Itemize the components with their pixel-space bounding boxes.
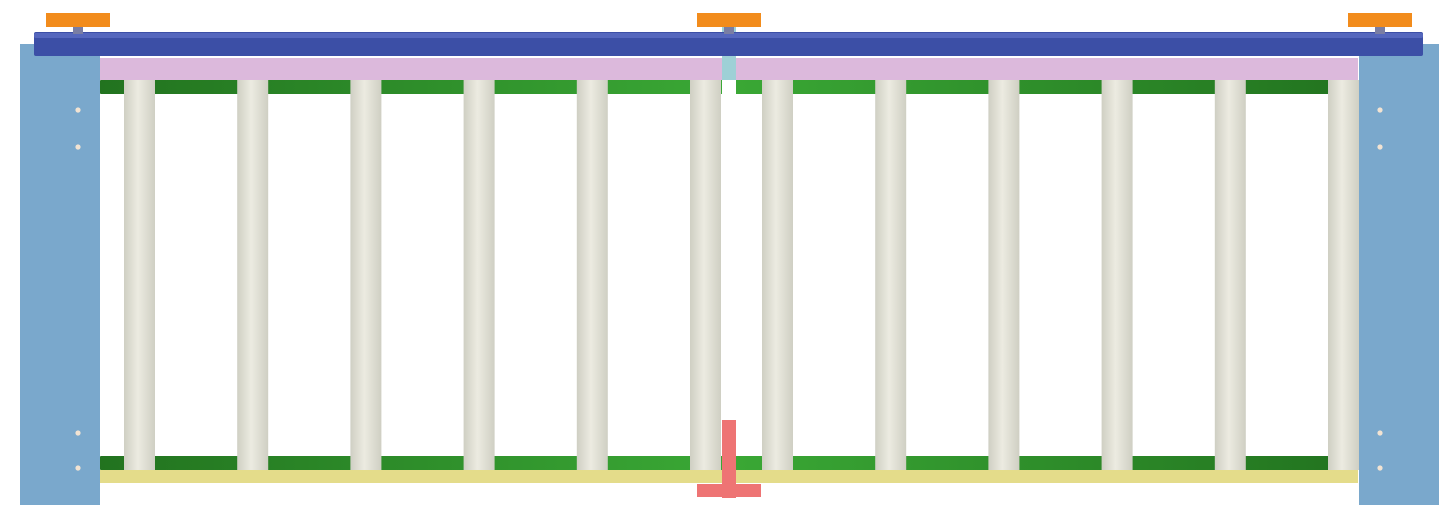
bolt bbox=[75, 430, 81, 436]
left-post-bolts bbox=[75, 107, 81, 471]
handrail-highlight bbox=[34, 33, 1423, 38]
center-gap bbox=[722, 80, 736, 96]
right-post-bolts bbox=[1377, 107, 1383, 471]
right-post bbox=[1359, 44, 1439, 505]
bolt bbox=[1377, 144, 1383, 150]
bolt bbox=[75, 465, 81, 471]
baluster bbox=[124, 80, 155, 470]
baluster bbox=[463, 80, 495, 470]
baluster bbox=[1328, 80, 1359, 470]
baluster bbox=[690, 80, 721, 470]
baluster bbox=[576, 80, 608, 470]
baluster bbox=[988, 80, 1020, 470]
balusters bbox=[124, 80, 1359, 470]
center-foot-stem bbox=[722, 420, 736, 498]
right-clamp bbox=[1348, 13, 1412, 27]
baluster bbox=[237, 80, 269, 470]
baluster bbox=[1214, 80, 1246, 470]
right-clamp-stem bbox=[1375, 24, 1385, 34]
left-clamp-stem bbox=[73, 24, 83, 34]
bolt bbox=[1377, 107, 1383, 113]
bolt bbox=[1377, 430, 1383, 436]
center-foot-base bbox=[697, 484, 761, 497]
baluster bbox=[875, 80, 907, 470]
bolt bbox=[75, 144, 81, 150]
left-clamp bbox=[46, 13, 110, 27]
baluster bbox=[1101, 80, 1133, 470]
center-clamp-stem bbox=[724, 24, 734, 34]
baluster bbox=[350, 80, 382, 470]
bolt bbox=[75, 107, 81, 113]
left-post bbox=[20, 44, 100, 505]
bolt bbox=[1377, 465, 1383, 471]
center-clamp bbox=[697, 13, 761, 27]
baluster bbox=[762, 80, 793, 470]
